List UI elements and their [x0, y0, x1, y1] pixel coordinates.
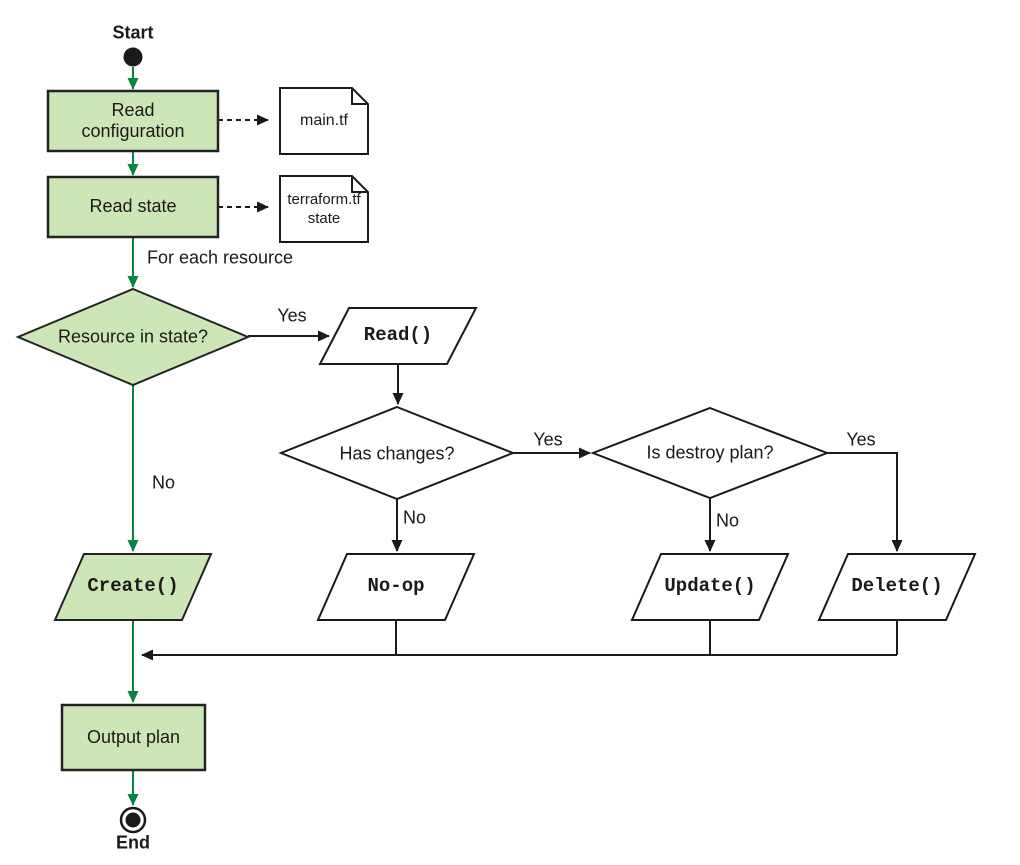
- tfstate-document: [279, 175, 369, 243]
- end-label: End: [116, 832, 150, 853]
- resource-yes-label: Yes: [277, 305, 307, 326]
- delete-op-label: Delete(): [851, 575, 943, 598]
- update-op-parallelogram: [630, 553, 790, 621]
- main-tf-label: main.tf: [299, 112, 348, 129]
- destroy-no-label: No: [716, 510, 740, 531]
- output-plan-label: Output plan: [86, 726, 181, 747]
- for-each-resource-label: For each resource: [147, 247, 294, 268]
- changes-yes-label: Yes: [533, 429, 563, 450]
- read-op-label: Read(): [363, 324, 433, 347]
- destroy-yes-label: Yes: [846, 429, 876, 450]
- start-label: Start: [112, 22, 154, 43]
- read-state-label: Read state: [89, 196, 177, 217]
- delete-op-parallelogram: [817, 553, 977, 621]
- tfstate-label-line1: terraform.tf: [287, 190, 361, 208]
- create-op-label: Create(): [87, 575, 179, 598]
- read-state-box: [46, 175, 220, 239]
- resource-no-label: No: [152, 472, 176, 493]
- read-configuration-box: [46, 89, 220, 153]
- tfstate-fold: [351, 176, 368, 193]
- update-op-label: Update(): [664, 575, 756, 598]
- tfstate-label: terraform.tf state: [280, 176, 368, 242]
- noop-op-parallelogram: [316, 553, 476, 621]
- main-tf-fold: [351, 88, 368, 105]
- has-changes-diamond: [278, 405, 516, 501]
- noop-op-label: No-op: [367, 575, 425, 598]
- resource-in-state-diamond: [15, 287, 251, 387]
- main-tf-document: [279, 87, 369, 155]
- has-changes-label: Has changes?: [339, 443, 455, 464]
- edge-merge-stubs: [395, 620, 898, 655]
- changes-no-label: No: [403, 507, 427, 528]
- edge-destroy-yes-to-delete: [827, 452, 903, 552]
- is-destroy-plan-diamond: [590, 406, 830, 500]
- create-op-parallelogram: [53, 553, 213, 621]
- output-plan-box: [60, 703, 207, 772]
- tfstate-label-line2: state: [307, 210, 341, 227]
- resource-in-state-label: Resource in state?: [57, 326, 209, 347]
- read-op-parallelogram: [318, 307, 478, 365]
- start-node: [123, 47, 143, 67]
- is-destroy-plan-label: Is destroy plan?: [646, 442, 774, 463]
- read-configuration-label: Read configuration: [81, 99, 185, 141]
- end-node: [125, 812, 141, 828]
